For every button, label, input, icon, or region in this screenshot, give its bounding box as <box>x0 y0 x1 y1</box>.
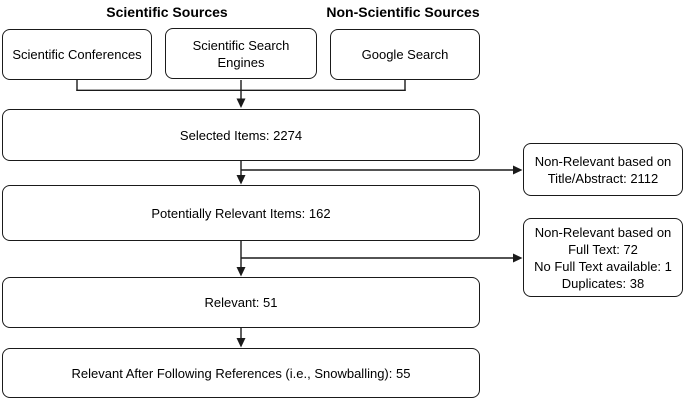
exclusion-line: Non-Relevant based on <box>534 153 672 169</box>
exclusion-box-title-abstract: Non-Relevant based on Title/Abstract: 21… <box>523 143 683 196</box>
flow-label: Relevant: 51 <box>204 295 278 310</box>
exclusion-line: Full Text: 72 <box>568 241 638 257</box>
flow-box-relevant: Relevant: 51 <box>2 277 480 328</box>
exclusion-line: Title/Abstract: 2112 <box>547 170 659 186</box>
exclusion-box-full-text: Non-Relevant based on Full Text: 72 No F… <box>523 218 683 297</box>
arrowhead-into-relevant <box>236 267 246 277</box>
source-box-google-search: Google Search <box>330 29 480 80</box>
arrowhead-into-potentially <box>236 175 246 185</box>
header-scientific-sources: Scientific Sources <box>106 4 228 20</box>
source-label: Scientific Conferences <box>12 47 142 62</box>
flow-label: Relevant After Following References (i.e… <box>71 365 411 381</box>
source-box-scientific-conferences: Scientific Conferences <box>2 29 152 80</box>
arrowhead-into-selected <box>236 98 246 108</box>
source-label: Google Search <box>361 47 449 62</box>
arrowhead-into-side1 <box>513 165 523 175</box>
exclusion-line: No Full Text available: 1 <box>534 258 672 274</box>
source-box-scientific-search-engines: Scientific Search Engines <box>165 28 317 79</box>
arrowhead-into-snowballing <box>236 338 246 348</box>
exclusion-line: Duplicates: 38 <box>561 275 645 291</box>
flow-box-selected-items: Selected Items: 2274 <box>2 109 480 161</box>
header-non-scientific-sources: Non-Scientific Sources <box>326 4 480 20</box>
flow-box-snowballing: Relevant After Following References (i.e… <box>2 348 480 398</box>
flow-label: Selected Items: 2274 <box>179 127 303 143</box>
arrowhead-into-side2 <box>513 253 523 263</box>
exclusion-line: Non-Relevant based on <box>534 224 672 240</box>
flow-label: Potentially Relevant Items: 162 <box>151 205 331 221</box>
source-label: Scientific Search Engines <box>192 37 290 70</box>
flow-box-potentially-relevant: Potentially Relevant Items: 162 <box>2 185 480 241</box>
